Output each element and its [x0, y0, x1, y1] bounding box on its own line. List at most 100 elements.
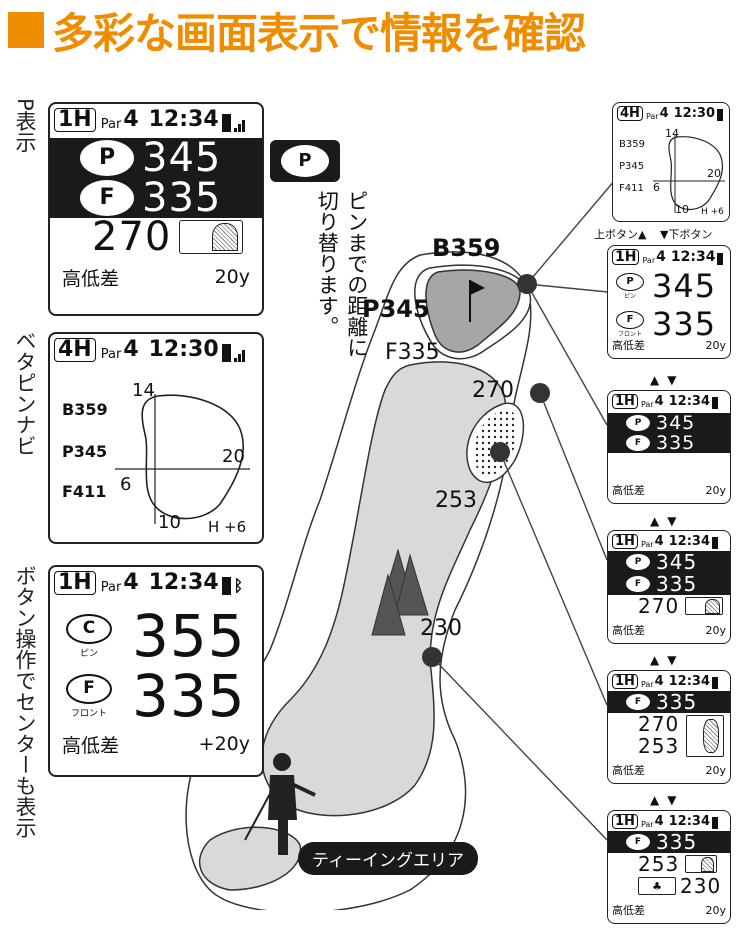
- status-bar: 1H Par 4 12:34: [612, 249, 724, 265]
- marker-back: [517, 274, 537, 294]
- screen-p-display: 1H Par 4 12:34 P 345 F 335 270 高低差 20y: [48, 102, 264, 316]
- marker-230: [422, 647, 442, 667]
- front-icon-group: F フロント: [66, 673, 112, 719]
- front-distance-row: F フロント 335: [50, 667, 262, 725]
- pin-distance: P345: [619, 161, 645, 172]
- page-title: 多彩な画面表示で情報を確認: [8, 4, 586, 58]
- pin-p-icon: P: [626, 415, 650, 431]
- par-label: Par: [100, 347, 122, 362]
- elevation-value: 20y: [705, 339, 726, 352]
- golfer-icon: [244, 753, 316, 855]
- center-icon-group: C ピン: [66, 613, 112, 659]
- elevation-label: 高低差: [612, 339, 645, 352]
- back-distance: B359: [619, 139, 645, 150]
- clock: 12:34: [148, 107, 219, 132]
- pin-switch-icon: P: [270, 140, 340, 182]
- elevation-value: 20y: [705, 484, 726, 497]
- elevation-label: 高低差: [62, 267, 120, 290]
- hazard-green-icon: [685, 597, 724, 615]
- front-distance: 335: [656, 830, 698, 854]
- elevation-value: 20y: [705, 624, 726, 637]
- pin-p-icon: P: [80, 140, 134, 176]
- elevation-row: 高低差 20y: [608, 905, 730, 916]
- par-number: 4: [123, 337, 139, 362]
- front-distance: 335: [652, 305, 717, 343]
- front-distance: 335: [142, 175, 222, 221]
- course-map: [185, 251, 532, 910]
- up-arrow-icon: ▲: [650, 514, 668, 528]
- center-distance-row: C ピン 355: [50, 607, 262, 665]
- side-screen-p-display: 1H Par 4 12:34 P 345 F 335 高低差 20y: [607, 390, 731, 504]
- par-number: 4: [123, 570, 139, 595]
- status-bar: 4H Par 4 12:30: [54, 337, 245, 362]
- status-bar: 1H Par 4 12:34: [612, 814, 719, 829]
- hole-badge: 1H: [612, 534, 638, 549]
- up-arrow-icon: ▲: [650, 793, 668, 807]
- front-f-icon: F: [626, 694, 650, 710]
- pin-distance: 345: [142, 135, 222, 181]
- green-left-distance: 6: [653, 181, 660, 194]
- hazard-distance: 270: [92, 214, 172, 260]
- side-screen-beta: 4H Par 4 12:30 14 B359 P345 F411 6 20 10…: [612, 102, 730, 222]
- pin-distance-row: P 345: [608, 551, 730, 573]
- elevation-row: 高低差 20y: [608, 625, 730, 636]
- par-label: Par: [645, 112, 659, 121]
- clock: 12:34: [668, 534, 711, 549]
- signal-icon: [233, 120, 245, 132]
- front-f-icon: F: [626, 576, 650, 592]
- elevation-row: 高低差 20y: [608, 485, 730, 496]
- status-bar: 1H Par 4 12:34: [612, 674, 719, 689]
- par-number: 4: [654, 674, 664, 689]
- par-number: 4: [654, 394, 664, 409]
- battery-icon: [712, 397, 719, 409]
- elevation-label: 高低差: [612, 904, 645, 917]
- front-f-icon: F: [66, 673, 112, 704]
- front-distance-row: F 335: [50, 178, 262, 218]
- down-arrow-icon: ▼: [667, 514, 685, 528]
- elevation-value: +20y: [198, 733, 250, 755]
- par-label: Par: [642, 256, 656, 265]
- down-arrow-icon: ▼: [667, 373, 685, 387]
- center-display-label: ボタン操作でセンターも表示: [13, 565, 37, 838]
- map-back-label: B359: [432, 234, 501, 262]
- elevation-value: 20y: [214, 266, 250, 288]
- pin-icon-group: P ピン: [616, 272, 644, 300]
- status-bar: 4H Par 4 12:30: [617, 106, 724, 121]
- front-distance: 335: [656, 572, 698, 596]
- front-distance: 335: [656, 690, 698, 714]
- height-diff: H +6: [701, 207, 724, 217]
- clock: 12:30: [673, 106, 716, 121]
- elevation-label: 高低差: [612, 484, 645, 497]
- green-top-distance: 14: [665, 127, 679, 140]
- status-bar: 1H Par 4 12:34 ᛒ: [54, 570, 243, 595]
- down-button-label: ▼下ボタン: [659, 228, 713, 241]
- clock: 12:34: [668, 814, 711, 829]
- pin-distance: 345: [656, 411, 696, 434]
- map-270-label: 270: [472, 378, 514, 403]
- elevation-row: 高低差 20y: [50, 264, 262, 290]
- front-distance-row: F 335: [608, 573, 730, 595]
- hazard-distance-2: 230: [680, 874, 722, 898]
- bluetooth-icon: ᛒ: [233, 576, 244, 595]
- par-label: Par: [100, 580, 122, 595]
- battery-icon: [221, 114, 231, 132]
- green-right-distance: 20: [707, 167, 721, 180]
- up-arrow-icon: ▲: [650, 653, 668, 667]
- par-number: 4: [123, 107, 139, 132]
- status-bar: 1H Par 4 12:34: [612, 394, 719, 409]
- elevation-row: 高低差 20y: [608, 340, 730, 351]
- pin-distance: 345: [652, 267, 717, 305]
- front-distance-row: F 335: [608, 433, 730, 453]
- up-arrow-icon: ▲: [650, 373, 668, 387]
- pin-caption: ピン: [79, 648, 98, 659]
- clock: 12:30: [148, 337, 219, 362]
- marker-253: [490, 442, 510, 462]
- hole-badge: 1H: [612, 394, 638, 409]
- elevation-value: 20y: [705, 904, 726, 917]
- clock: 12:34: [668, 394, 711, 409]
- flag-icon: [469, 280, 485, 322]
- front-caption: フロント: [617, 330, 642, 338]
- hazard-row-2: ♣ 230: [608, 875, 730, 897]
- hazard-green-icon: [686, 715, 724, 757]
- hazard-distance: 270: [638, 594, 680, 618]
